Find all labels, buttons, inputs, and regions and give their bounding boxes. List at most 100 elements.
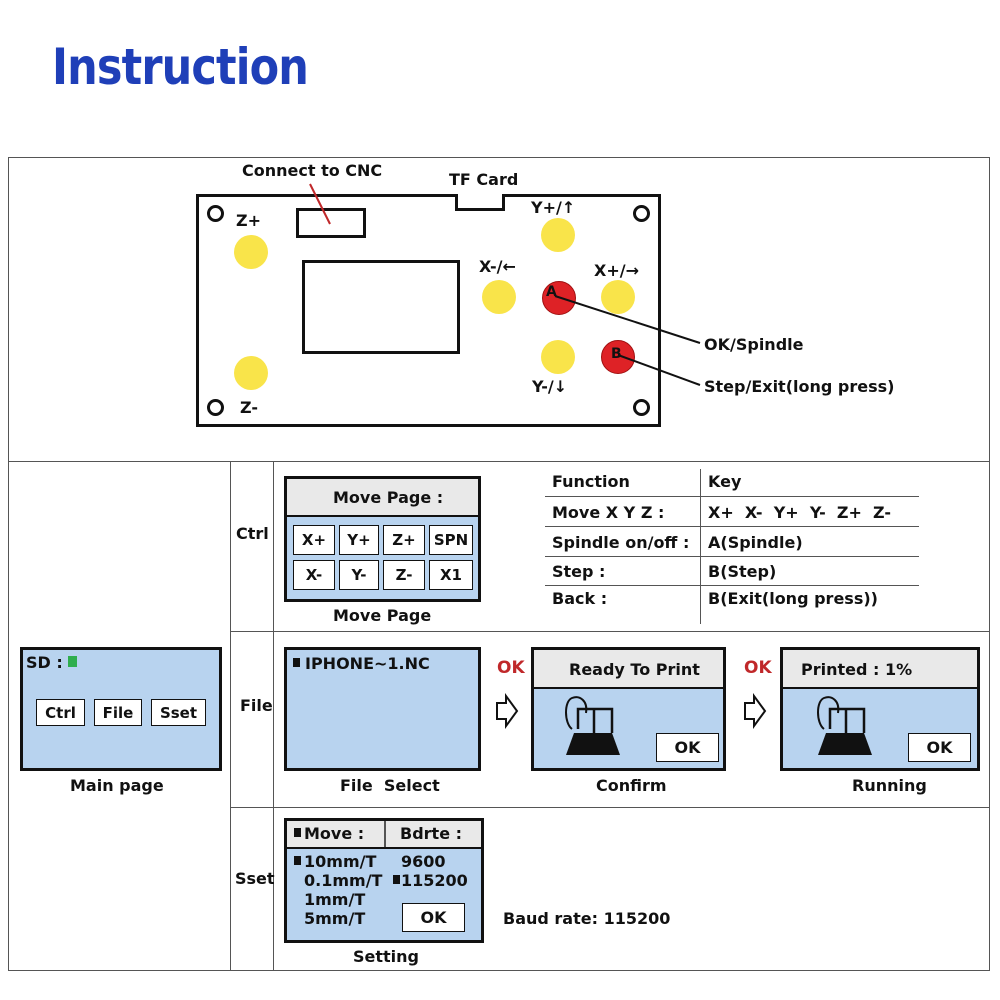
row-label-file: File	[240, 696, 273, 715]
setting-caption: Setting	[353, 947, 419, 966]
printer-icon	[565, 696, 620, 755]
tf-card-label: TF Card	[449, 170, 519, 189]
x-minus-label: X-/←	[479, 257, 516, 276]
baud-option[interactable]: 9600	[401, 852, 446, 871]
x-minus-key[interactable]: X-	[293, 560, 335, 590]
baud-rate-note: Baud rate: 115200	[503, 909, 671, 928]
selection-marker-icon	[393, 875, 400, 884]
selection-marker-icon	[293, 658, 300, 667]
z-plus-label: Z+	[236, 211, 262, 230]
b-button-label: B	[611, 346, 622, 362]
move-page-caption: Move Page	[333, 606, 432, 625]
ok-step-label: OK	[744, 658, 772, 678]
setting-bdrte-header: Bdrte :	[400, 824, 463, 843]
connect-pointer-line	[309, 183, 331, 225]
divider-left	[230, 461, 231, 971]
table-cell: Step :	[552, 562, 606, 581]
divider-top	[8, 461, 990, 462]
table-cell: X+ X- Y+ Y- Z+ Z-	[708, 503, 891, 522]
connect-cnc-label: Connect to CNC	[242, 161, 383, 180]
file-select-screen	[284, 647, 481, 771]
table-cell: Move X Y Z :	[552, 503, 665, 522]
confirm-ok-button[interactable]: OK	[656, 733, 719, 762]
running-caption: Running	[852, 776, 927, 795]
running-ok-button[interactable]: OK	[908, 733, 971, 762]
file-button[interactable]: File	[94, 699, 142, 726]
cnc-connector	[296, 208, 366, 238]
ok-step-label: OK	[497, 658, 525, 678]
y-plus-key[interactable]: Y+	[339, 525, 379, 555]
a-button-label: A	[546, 284, 557, 300]
sset-button[interactable]: Sset	[151, 699, 206, 726]
y-minus-label: Y-/↓	[532, 377, 568, 396]
z-plus-key[interactable]: Z+	[383, 525, 425, 555]
file-entry[interactable]: IPHONE~1.NC	[305, 654, 430, 673]
table-rule	[545, 585, 919, 586]
row-label-sset: Sset	[235, 869, 275, 888]
table-cell: A(Spindle)	[708, 533, 803, 552]
x-plus-key[interactable]: X+	[293, 525, 335, 555]
table-rule	[545, 526, 919, 527]
table-cell: B(Exit(long press))	[708, 589, 878, 608]
controller-board	[196, 194, 661, 427]
a-pointer-line	[554, 295, 701, 344]
move-step-option[interactable]: 1mm/T	[304, 890, 366, 909]
confirm-header-bar	[534, 650, 723, 689]
move-step-option[interactable]: 10mm/T	[304, 852, 377, 871]
ctrl-button[interactable]: Ctrl	[36, 699, 85, 726]
confirm-header: Ready To Print	[569, 660, 700, 679]
x-minus-button[interactable]	[482, 280, 516, 314]
spn-key[interactable]: SPN	[429, 525, 473, 555]
mount-hole-icon	[207, 399, 224, 416]
table-cell: B(Step)	[708, 562, 777, 581]
outer-frame	[8, 157, 990, 971]
confirm-caption: Confirm	[596, 776, 667, 795]
z-minus-label: Z-	[240, 398, 258, 417]
y-plus-label: Y+/↑	[531, 198, 576, 217]
y-plus-button[interactable]	[541, 218, 575, 252]
x1-key[interactable]: X1	[429, 560, 473, 590]
callout-lines	[309, 183, 701, 386]
board-lcd	[302, 260, 460, 354]
mount-hole-icon	[207, 205, 224, 222]
table-cell: Back :	[552, 589, 608, 608]
page-title: Instruction	[52, 38, 309, 96]
z-minus-key[interactable]: Z-	[383, 560, 425, 590]
running-header-bar	[783, 650, 977, 689]
printer-icon	[817, 696, 872, 755]
b-button[interactable]	[601, 340, 635, 374]
a-callout-label: OK/Spindle	[704, 335, 804, 354]
divider-row1	[230, 631, 990, 632]
setting-header-divider	[384, 821, 386, 847]
x-plus-button[interactable]	[601, 280, 635, 314]
mount-hole-icon	[633, 399, 650, 416]
baud-option[interactable]: 115200	[401, 871, 468, 890]
b-pointer-line	[617, 354, 701, 386]
selection-marker-icon	[294, 828, 301, 837]
sd-status-indicator	[68, 656, 77, 667]
row-label-ctrl: Ctrl	[236, 524, 269, 543]
table-cell: Spindle on/off :	[552, 533, 690, 552]
file-select-caption: File Select	[340, 776, 440, 795]
z-minus-button[interactable]	[234, 356, 268, 390]
table-rule	[545, 556, 919, 557]
next-arrow-icon	[744, 693, 767, 729]
z-plus-button[interactable]	[234, 235, 268, 269]
move-page-header-bar	[287, 479, 478, 517]
move-step-option[interactable]: 0.1mm/T	[304, 871, 383, 890]
table-header-key: Key	[708, 472, 742, 491]
setting-ok-button[interactable]: OK	[402, 903, 465, 932]
y-minus-button[interactable]	[541, 340, 575, 374]
main-page-caption: Main page	[70, 776, 164, 795]
selection-marker-icon	[294, 856, 301, 865]
setting-move-header: Move :	[304, 824, 365, 843]
move-page-header: Move Page :	[333, 488, 444, 507]
table-header-function: Function	[552, 472, 630, 491]
running-header: Printed : 1%	[801, 660, 913, 679]
divider-row2	[230, 807, 990, 808]
move-step-option[interactable]: 5mm/T	[304, 909, 366, 928]
table-divider	[700, 469, 701, 624]
sd-label: SD :	[26, 653, 63, 672]
y-minus-key[interactable]: Y-	[339, 560, 379, 590]
mount-hole-icon	[633, 205, 650, 222]
